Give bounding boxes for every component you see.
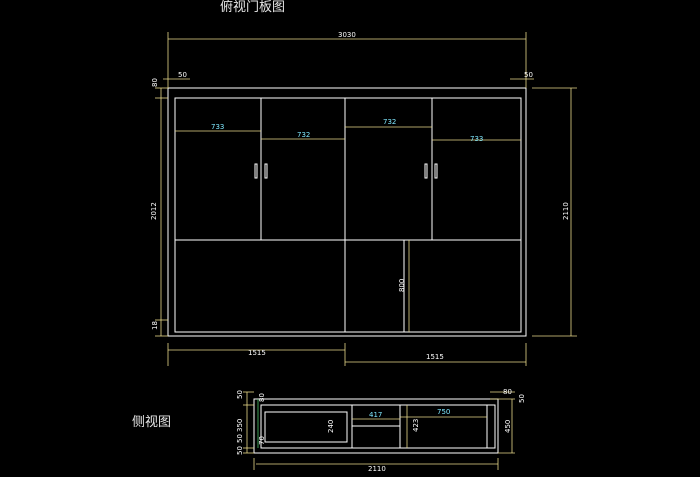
dim-lower-panel: 800 xyxy=(398,279,406,292)
side-view-title: 侧视图 xyxy=(132,415,171,430)
side-dim-width-b: 750 xyxy=(437,408,450,416)
side-dim-height-a: 423 xyxy=(412,419,420,432)
side-dim-left-mid-a: 350 xyxy=(236,419,244,432)
side-dim-width-a: 417 xyxy=(369,411,382,419)
dim-left-margin: 50 xyxy=(178,71,187,79)
top-view-dimension-lines xyxy=(155,32,577,366)
side-dim-right-side: 50 xyxy=(518,394,526,403)
side-view-cabinet xyxy=(253,398,499,454)
side-dim-left-top: 50 xyxy=(236,390,244,399)
dim-bottom-strip: 18 xyxy=(151,321,159,330)
side-view-dimension-lines xyxy=(243,391,515,470)
side-dim-left-mid-b: 50 xyxy=(236,434,244,443)
side-dim-right-height: 450 xyxy=(504,420,512,433)
dim-bottom-right: 1515 xyxy=(426,353,444,361)
side-dim-right-top: 80 xyxy=(503,388,512,396)
dim-door-1: 733 xyxy=(211,123,224,131)
dim-door-4: 733 xyxy=(470,135,483,143)
dim-right-margin: 50 xyxy=(524,71,533,79)
dim-door-3: 732 xyxy=(383,118,396,126)
dim-overall-width: 3030 xyxy=(338,31,356,39)
side-dim-overall-width: 2110 xyxy=(368,465,386,473)
side-dim-left-bottom: 50 xyxy=(236,446,244,455)
dim-top-strip: 80 xyxy=(151,78,159,87)
dim-right-height: 2110 xyxy=(562,202,570,220)
dim-bottom-left: 1515 xyxy=(248,349,266,357)
side-dim-inner-top: 80 xyxy=(258,393,266,402)
dim-door-2: 732 xyxy=(297,131,310,139)
side-dim-shelf-height: 240 xyxy=(327,420,335,433)
side-dim-inner-bottom: 70 xyxy=(258,436,266,445)
dim-left-height: 2012 xyxy=(150,202,158,220)
top-view-title: 俯视门板图 xyxy=(220,0,285,15)
top-view-cabinet xyxy=(167,87,527,337)
